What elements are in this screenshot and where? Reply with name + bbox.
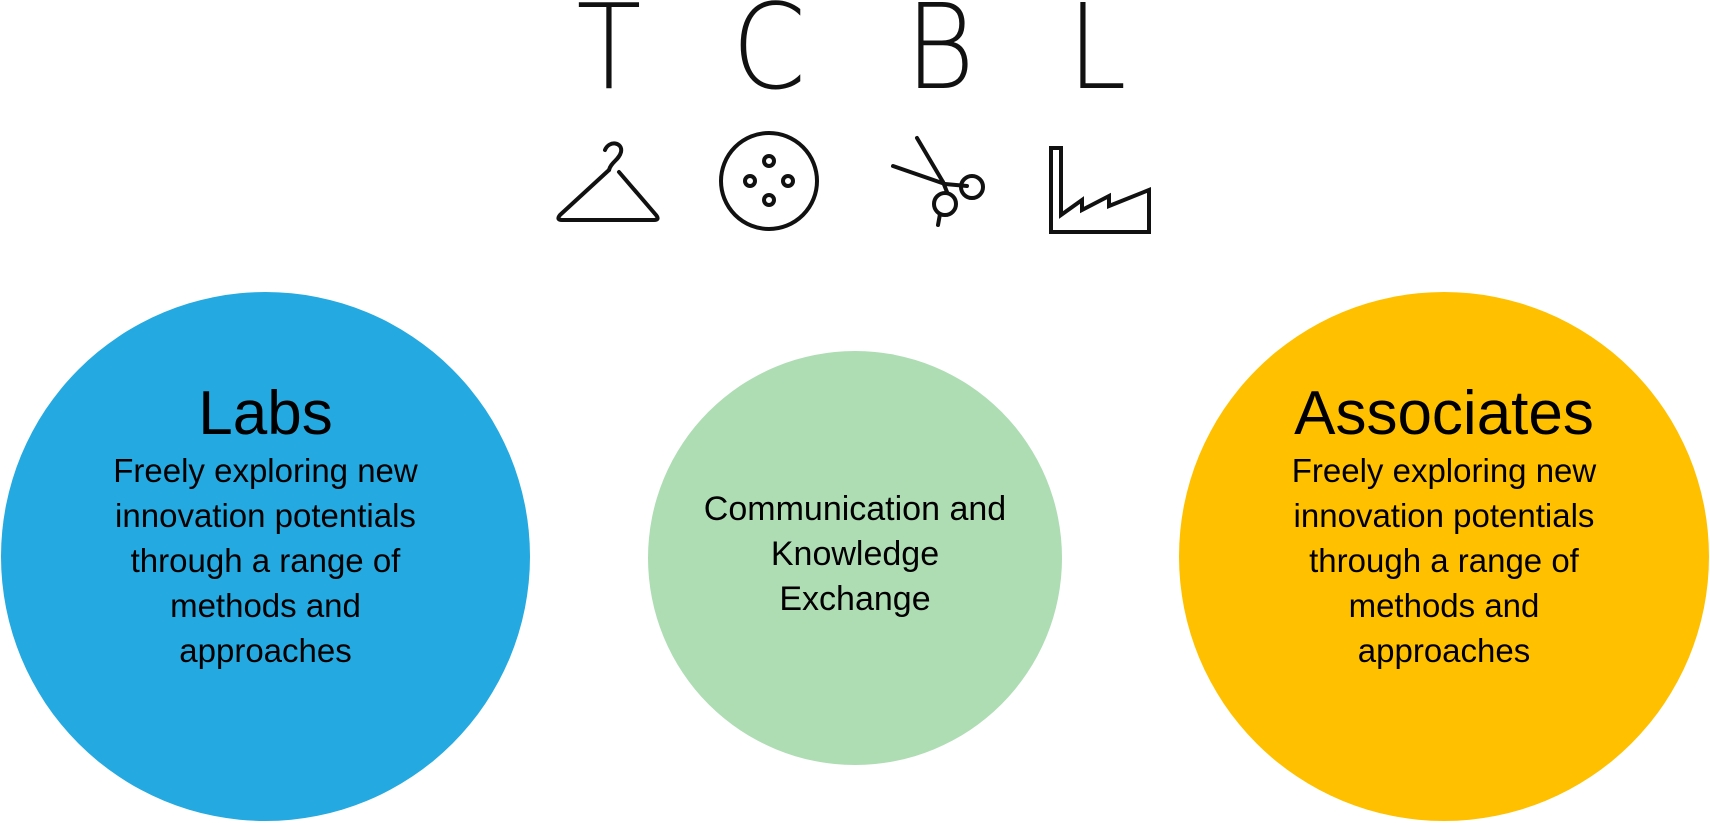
labs-description: Freely exploring new innovation potentia… — [113, 452, 418, 669]
factory-icon — [1047, 130, 1157, 240]
hanger-icon — [553, 130, 663, 240]
communication-text: Communication and Knowledge Exchange — [703, 489, 1007, 618]
logo-letter-l: L — [1067, 0, 1127, 116]
logo-letter-t: T — [576, 0, 642, 116]
associates-circle: Associates Freely exploring new innovati… — [1179, 292, 1709, 821]
labs-circle: Labs Freely exploring new innovation pot… — [1, 292, 530, 821]
logo-letter-b: B — [905, 0, 975, 116]
labs-title: Labs — [198, 379, 333, 448]
button-icon — [714, 130, 824, 240]
logo-letter-c: C — [731, 0, 807, 116]
scissors-icon — [885, 130, 995, 240]
associates-title: Associates — [1294, 379, 1594, 448]
communication-circle: Communication and Knowledge Exchange — [648, 351, 1062, 765]
associates-description: Freely exploring new innovation potentia… — [1291, 452, 1597, 669]
